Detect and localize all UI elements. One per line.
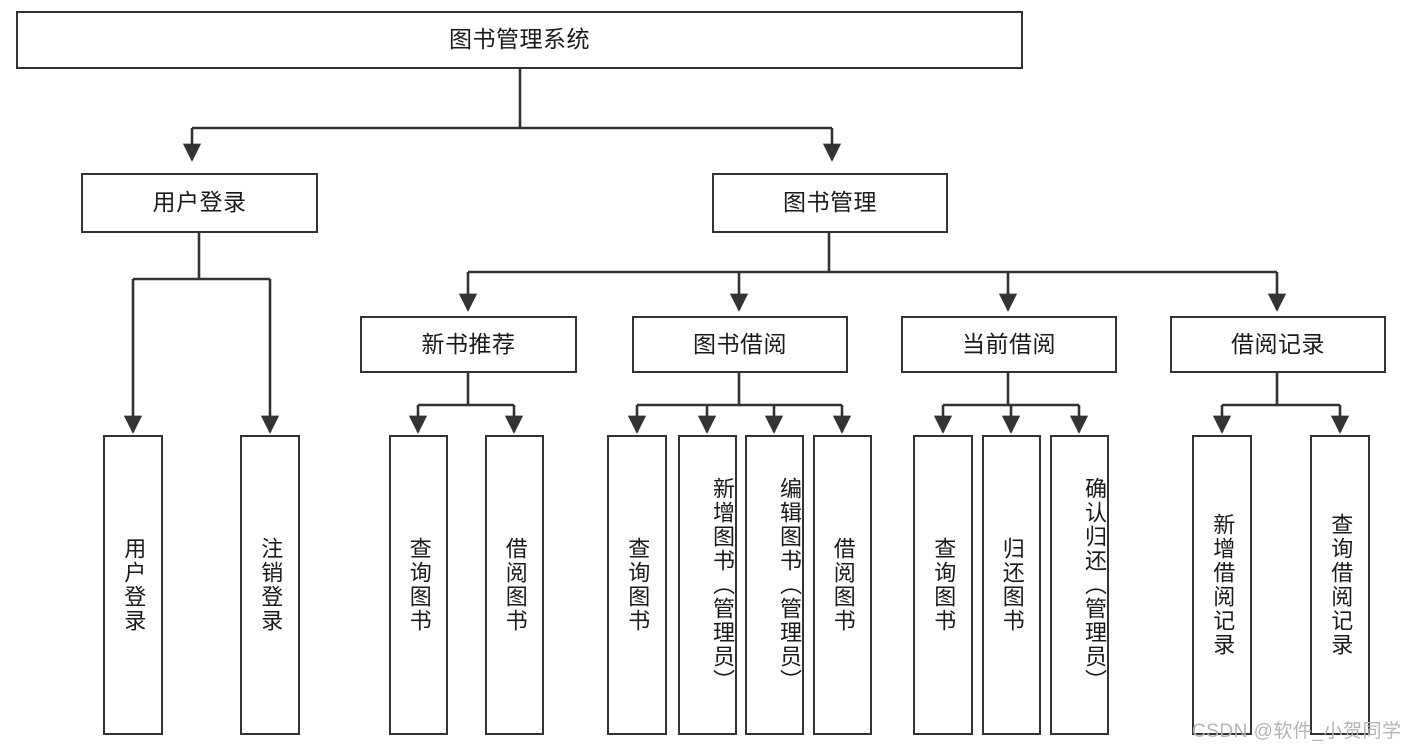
node-label: 查询图书 (931, 537, 957, 633)
node-book-management[interactable]: 图书管理 (712, 173, 948, 233)
node-label: 查询借阅记录 (1328, 513, 1354, 657)
node-label: 借阅记录 (1231, 330, 1325, 357)
node-book-borrow[interactable]: 图书借阅 (632, 316, 848, 373)
node-label: 借阅图书 (830, 537, 856, 633)
leaf-logout-login[interactable]: 注销登录 (240, 435, 300, 735)
leaf-query-book-current[interactable]: 查询图书 (913, 435, 973, 735)
leaf-borrow-book-borrow[interactable]: 借阅图书 (813, 435, 872, 735)
node-label: 图书管理系统 (449, 26, 590, 53)
node-label: 图书管理 (783, 189, 877, 216)
node-label: 注销登录 (258, 537, 284, 633)
node-label: 编辑图书（管理员） (777, 477, 802, 693)
csdn-watermark: CSDN @软件_小贺同学 (1192, 721, 1402, 742)
node-label: 当前借阅 (962, 330, 1056, 357)
leaf-edit-book-admin[interactable]: 编辑图书（管理员） (745, 435, 804, 735)
leaf-add-book-admin[interactable]: 新增图书（管理员） (678, 435, 737, 735)
node-label: 新增借阅记录 (1210, 513, 1236, 657)
node-label: 新书推荐 (421, 330, 516, 357)
node-label: 查询图书 (406, 537, 432, 633)
node-label: 查询图书 (625, 537, 651, 633)
node-root-book-management-system[interactable]: 图书管理系统 (16, 11, 1023, 69)
leaf-return-book[interactable]: 归还图书 (982, 435, 1041, 735)
node-user-login[interactable]: 用户登录 (81, 173, 318, 233)
leaf-borrow-book-recommend[interactable]: 借阅图书 (485, 435, 544, 735)
node-borrow-record[interactable]: 借阅记录 (1170, 316, 1386, 373)
node-label: 用户登录 (152, 189, 247, 216)
leaf-query-book-recommend[interactable]: 查询图书 (389, 435, 448, 735)
leaf-query-book-borrow[interactable]: 查询图书 (607, 435, 667, 735)
leaf-query-borrow-record[interactable]: 查询借阅记录 (1310, 435, 1370, 735)
leaf-add-borrow-record[interactable]: 新增借阅记录 (1192, 435, 1252, 735)
leaf-user-login[interactable]: 用户登录 (103, 435, 163, 735)
leaf-confirm-return-admin[interactable]: 确认归还（管理员） (1050, 435, 1109, 735)
node-label: 确认归还（管理员） (1082, 477, 1107, 693)
node-label: 借阅图书 (502, 537, 528, 633)
node-current-borrow[interactable]: 当前借阅 (901, 316, 1117, 373)
node-new-book-recommend[interactable]: 新书推荐 (360, 316, 577, 373)
node-label: 新增图书（管理员） (710, 477, 735, 693)
node-label: 用户登录 (121, 537, 147, 633)
node-label: 图书借阅 (693, 330, 787, 357)
node-label: 归还图书 (999, 537, 1025, 633)
